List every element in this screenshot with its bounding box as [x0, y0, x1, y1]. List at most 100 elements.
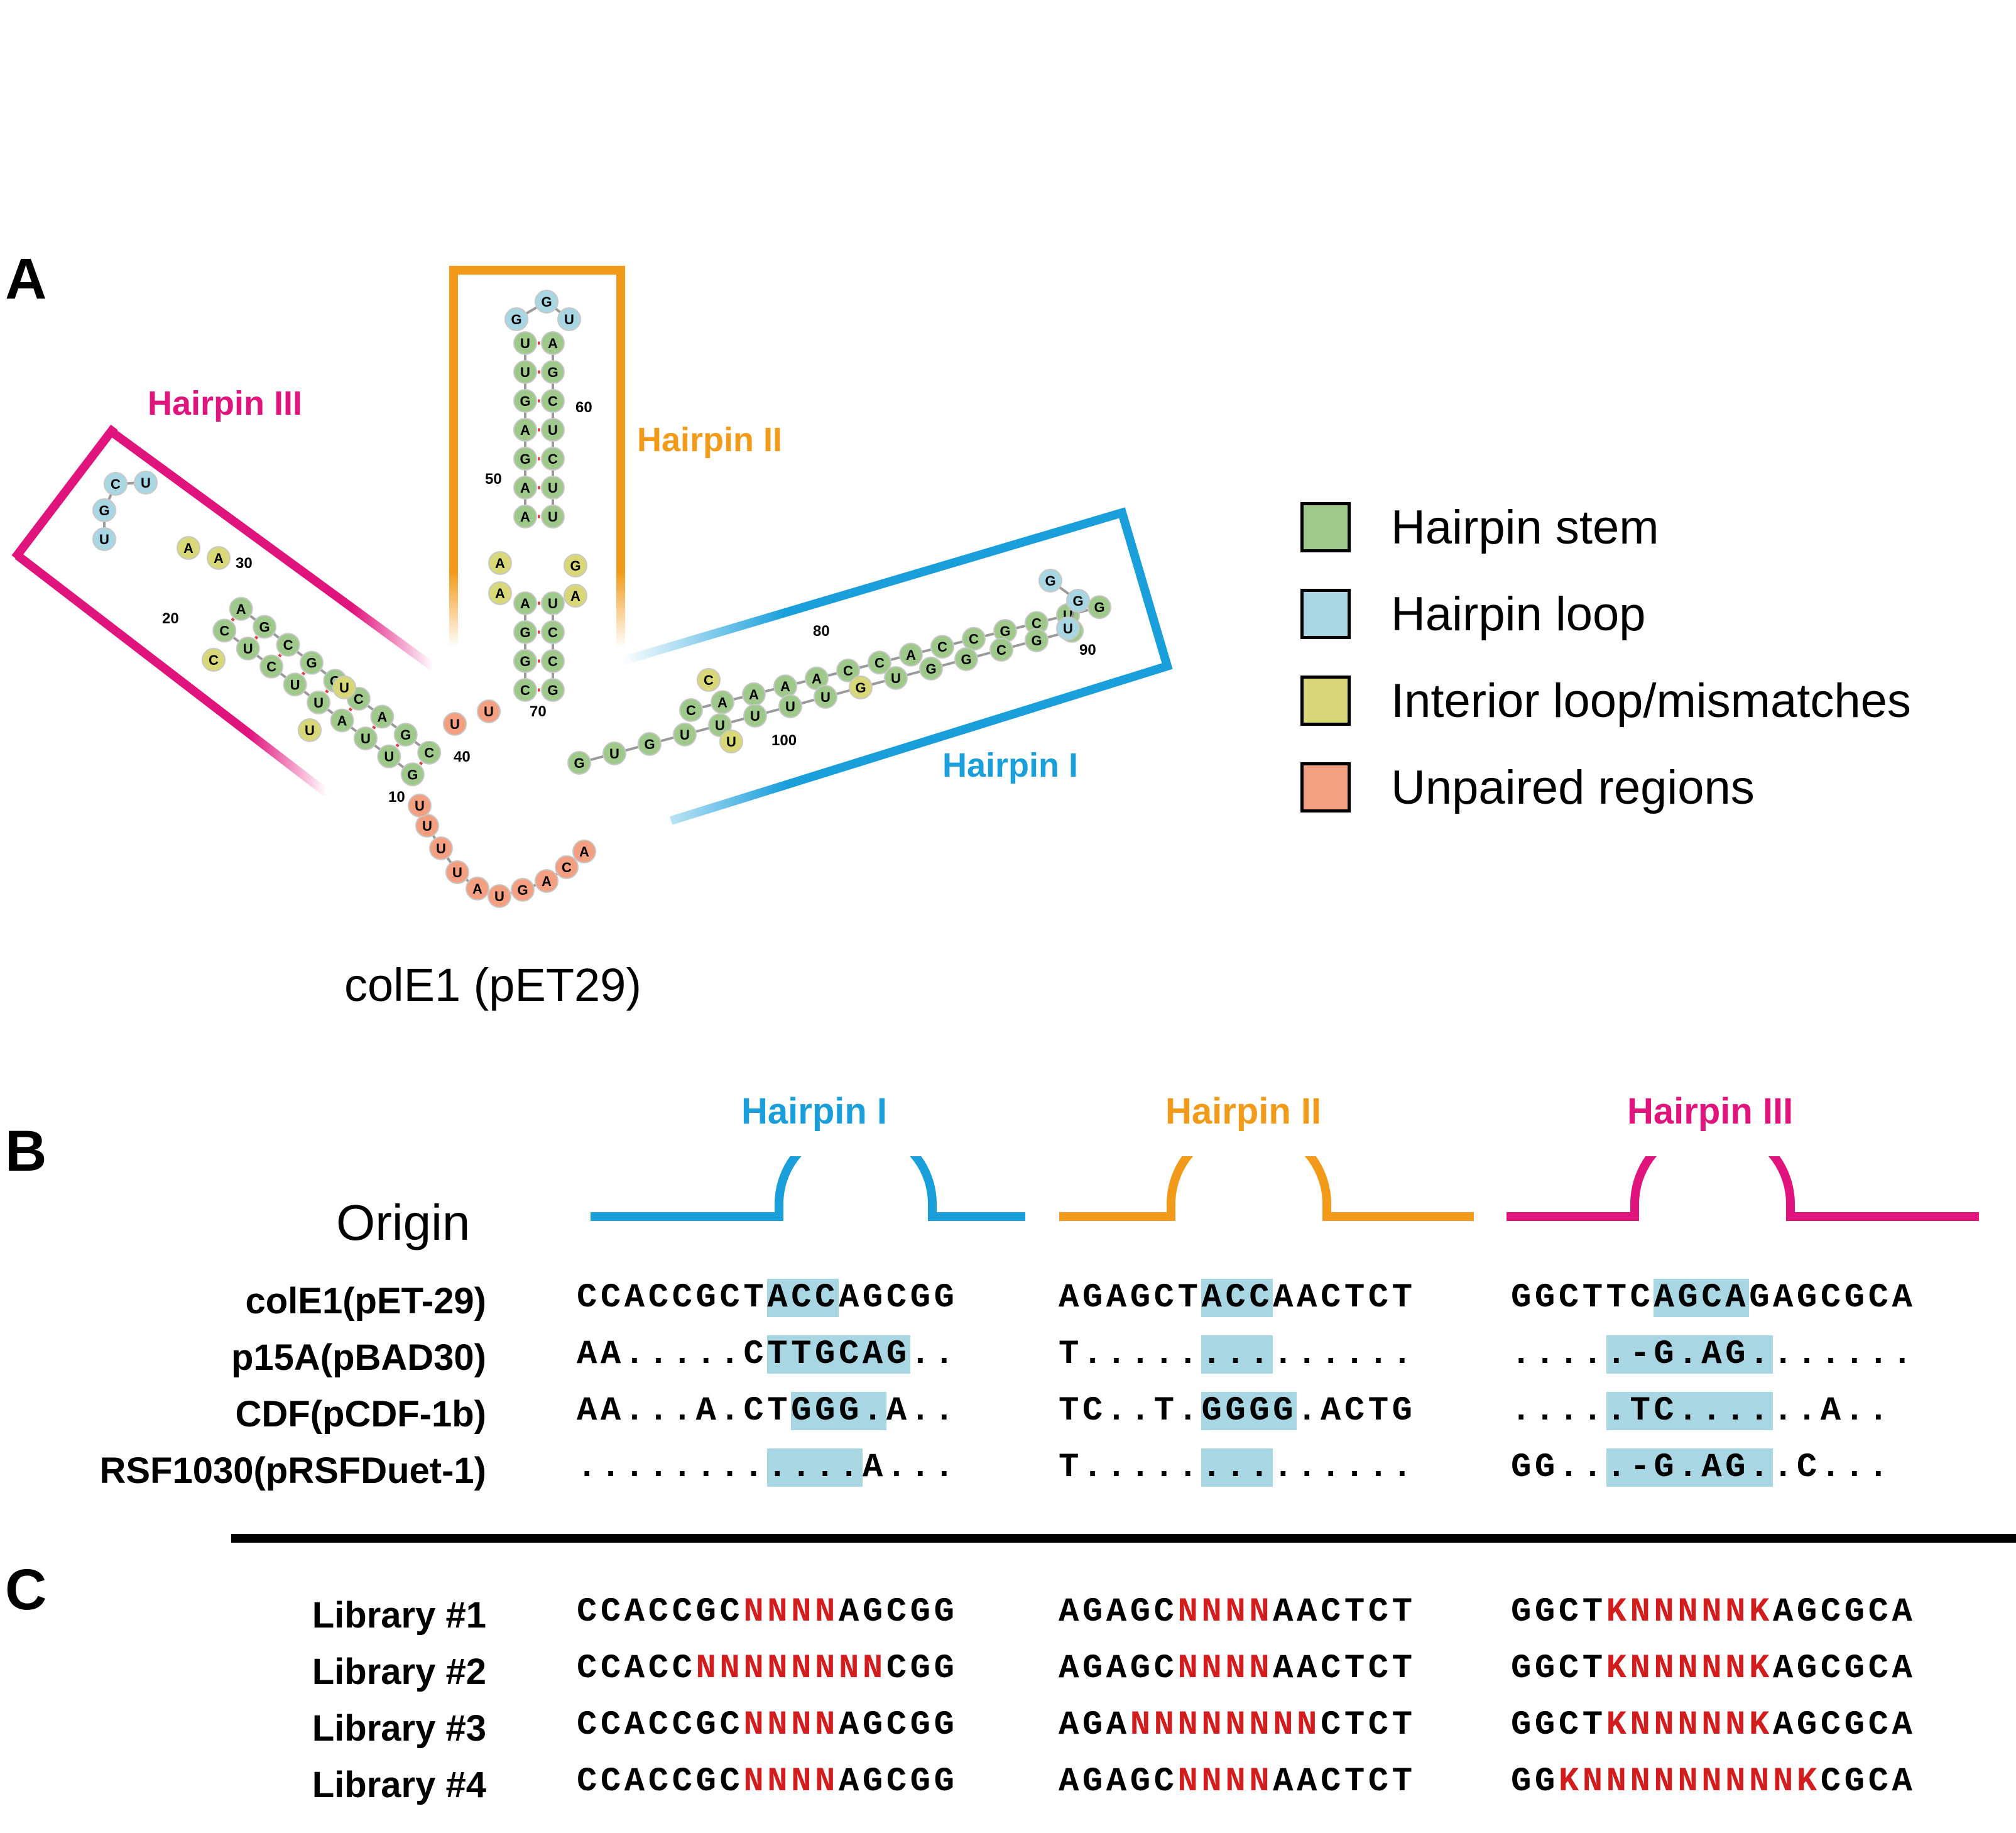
- svg-text:U: U: [290, 677, 300, 692]
- nucleotide-stem: U: [236, 637, 260, 661]
- sequence-segment: CTCT: [1320, 1706, 1416, 1744]
- nucleotide-stem: C: [417, 740, 442, 765]
- nucleotide-stem: G: [513, 620, 537, 644]
- nucleotide-loop: G: [504, 307, 528, 331]
- svg-text:U: U: [548, 509, 558, 525]
- nucleotide-interior: A: [488, 551, 512, 575]
- sequence-segment: CCACC: [577, 1650, 696, 1688]
- nucleotide-unpaired: A: [572, 840, 596, 863]
- position-label-20: 20: [162, 610, 179, 627]
- sequence-segment: AGCGG: [838, 1763, 958, 1801]
- sequence-segment: TC..T.: [1059, 1392, 1202, 1430]
- sequence-segment: ......: [1772, 1335, 1916, 1374]
- library-row-sequence-block-2: AGANNNNNNNNCTCT: [1059, 1706, 1416, 1744]
- nucleotide-stem: C: [930, 635, 954, 659]
- svg-text:G: G: [644, 736, 655, 752]
- legend-item-loop: Hairpin loop: [1300, 571, 1911, 657]
- nucleotide-loop: G: [92, 498, 116, 522]
- nucleotide-interior: A: [207, 546, 231, 570]
- svg-text:C: C: [548, 393, 558, 409]
- svg-text:C: C: [562, 860, 572, 875]
- legend-item-interior: Interior loop/mismatches: [1300, 657, 1911, 744]
- highlighted-segment: ....: [767, 1448, 863, 1487]
- sequence-segment: T.....: [1059, 1448, 1202, 1487]
- hairpin-i-title: Hairpin I: [741, 1091, 888, 1132]
- sequence-segment: AGAGC: [1059, 1763, 1178, 1801]
- svg-text:G: G: [1000, 623, 1010, 639]
- nucleotide-unpaired: U: [415, 814, 439, 838]
- nucleotide-unpaired: U: [429, 836, 453, 860]
- svg-text:C: C: [111, 476, 121, 492]
- svg-text:A: A: [812, 671, 822, 687]
- svg-text:G: G: [400, 727, 411, 743]
- nucleotide-unpaired: A: [466, 877, 489, 900]
- svg-text:U: U: [891, 670, 901, 686]
- svg-text:C: C: [937, 639, 947, 655]
- svg-text:U: U: [520, 336, 530, 351]
- sequence-segment: AGAGC: [1059, 1650, 1178, 1688]
- alignment-row-label: CDF(pCDF-1b): [235, 1394, 486, 1435]
- sequence-segment: AA.....C: [577, 1335, 768, 1374]
- sequence-segment: GGCT: [1511, 1706, 1606, 1744]
- svg-text:U: U: [141, 475, 151, 491]
- randomized-segment: NNNN: [743, 1593, 839, 1631]
- svg-text:C: C: [548, 625, 558, 640]
- alignment-row-sequence-block-1: AA.....CTTGCAG..: [577, 1335, 958, 1374]
- nucleotide-stem: U: [541, 591, 565, 615]
- svg-text:U: U: [750, 708, 760, 724]
- svg-text:G: G: [1072, 593, 1083, 609]
- sequence-segment: AGCGG: [838, 1706, 958, 1744]
- base-pair-bond: [223, 608, 242, 632]
- base-pair-bond: [246, 626, 266, 650]
- library-row-sequence-block-2: AGAGCNNNNAACTCT: [1059, 1650, 1416, 1688]
- nucleotide-stem: G: [400, 762, 425, 787]
- base-pair-bond: [388, 733, 407, 758]
- svg-text:U: U: [305, 723, 315, 738]
- hairpin-i-box: [621, 507, 1173, 825]
- nucleotide-stem: U: [513, 331, 537, 355]
- alignment-row-sequence-block-2: T..............: [1059, 1335, 1416, 1374]
- svg-text:C: C: [875, 655, 885, 670]
- svg-text:U: U: [243, 641, 253, 657]
- nucleotide-unpaired: U: [408, 794, 432, 818]
- svg-text:U: U: [452, 865, 462, 880]
- backbone: [103, 481, 146, 539]
- library-row-label: Library #2: [312, 1651, 486, 1692]
- svg-text:G: G: [511, 312, 521, 327]
- alignment-row-label: p15A(pBAD30): [231, 1337, 486, 1378]
- sequence-segment: A...: [862, 1448, 958, 1487]
- svg-text:G: G: [407, 767, 418, 782]
- nucleotide-loop: G: [1038, 569, 1062, 593]
- svg-text:G: G: [855, 680, 866, 696]
- nucleotide-stem: C: [212, 618, 237, 643]
- sequence-segment: AA...A.CT: [577, 1392, 792, 1430]
- alignment-row-label: colE1(pET-29): [245, 1281, 486, 1321]
- nucleotide-stem: G: [513, 389, 537, 413]
- svg-text:U: U: [609, 746, 619, 762]
- sequence-segment: CCACCGC: [577, 1763, 744, 1801]
- nucleotide-stem: U: [283, 672, 307, 697]
- hairpin-iii-schematic: [1507, 1156, 1979, 1221]
- library-row-label: Library #3: [312, 1708, 486, 1749]
- svg-text:G: G: [99, 503, 109, 518]
- legend-item-stem: Hairpin stem: [1300, 484, 1911, 571]
- sequence-segment: ........: [577, 1448, 768, 1487]
- svg-text:A: A: [236, 601, 246, 617]
- svg-text:G: G: [1031, 633, 1042, 648]
- nucleotide-stem: U: [541, 476, 565, 500]
- hairpin-iii-box: [11, 424, 437, 797]
- svg-text:U: U: [494, 889, 504, 904]
- nucleotide-stem: G: [253, 615, 277, 639]
- randomized-segment: KNNNNNK: [1606, 1593, 1773, 1631]
- svg-text:U: U: [680, 727, 690, 743]
- nucleotide-stem: G: [513, 649, 537, 673]
- hairpin-ii-title: Hairpin II: [1165, 1091, 1322, 1132]
- svg-text:C: C: [548, 654, 558, 669]
- library-row-sequence-block-1: CCACCGCNNNNAGCGG: [577, 1706, 958, 1744]
- legend: Hairpin stem Hairpin loop Interior loop/…: [1300, 484, 1911, 831]
- nucleotide-stem: C: [836, 659, 860, 682]
- svg-text:U: U: [384, 749, 394, 765]
- structure-caption: colE1 (pET29): [344, 959, 641, 1011]
- sequence-segment: AGCGCA: [1772, 1706, 1916, 1744]
- nucleotide-stem: U: [307, 690, 331, 714]
